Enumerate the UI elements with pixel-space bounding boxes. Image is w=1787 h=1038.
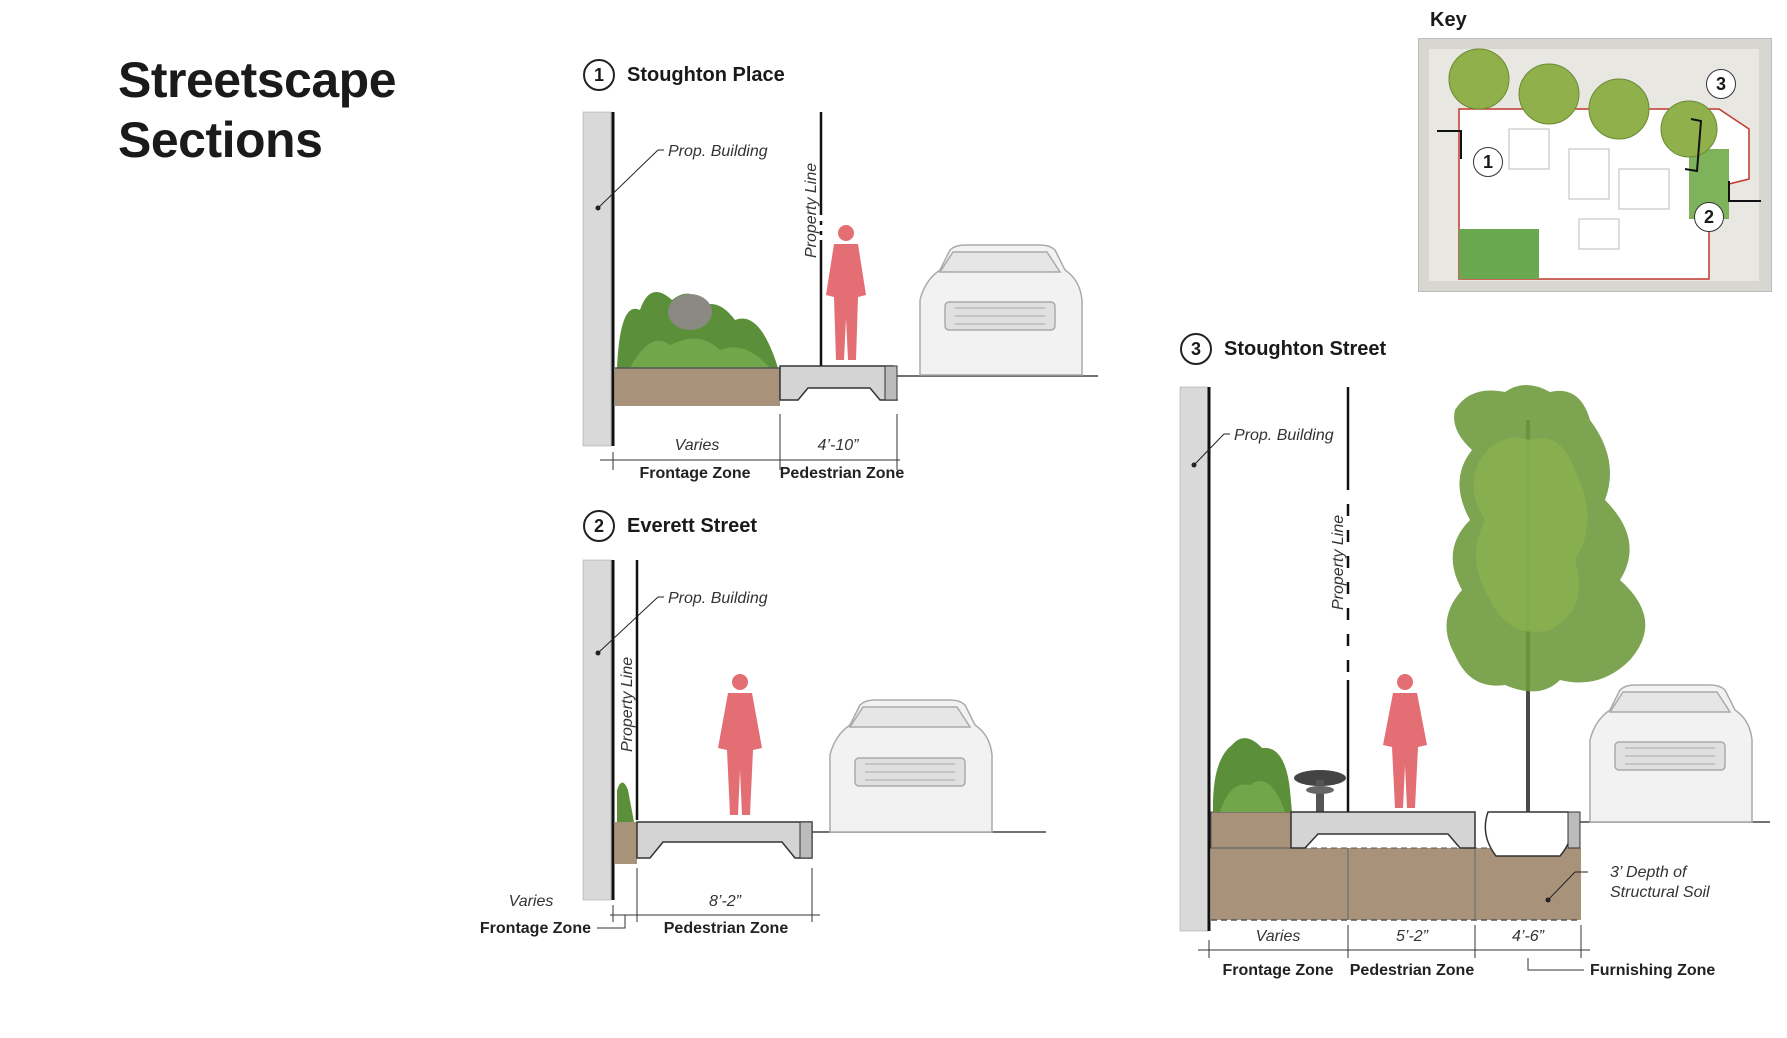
section-1: Prop. Building Property Line (582, 111, 1098, 482)
page-title: Streetscape Sections (118, 50, 397, 170)
car (919, 244, 1083, 376)
sidewalk-curb (779, 365, 898, 401)
tree-canopy (1588, 78, 1650, 140)
section-1-header: 1 Stoughton Place (583, 59, 785, 91)
page-title-line-2: Sections (118, 112, 323, 168)
tree-canopy (1660, 100, 1718, 158)
key-map: 1 3 2 (1418, 38, 1772, 292)
tree-canopy (1448, 48, 1510, 110)
tree-canopy (1518, 63, 1580, 125)
key-marker-3: 3 (1706, 69, 1736, 99)
planting (617, 292, 778, 368)
prop-building-label: Prop. Building (668, 143, 768, 160)
dimension-pedestrian: 4’-10” (818, 437, 860, 454)
section-3-header: 3 Stoughton Street (1180, 333, 1386, 365)
property-line-label: Property Line (803, 163, 820, 258)
section-2-number: 2 (583, 510, 615, 542)
zone-pedestrian-label: Pedestrian Zone (780, 465, 905, 482)
key-marker-1: 1 (1473, 147, 1503, 177)
building-wall (582, 111, 612, 447)
section-2-title: Everett Street (627, 514, 758, 537)
section-1-title: Stoughton Place (627, 63, 785, 86)
dimension-frontage: Varies (675, 437, 720, 454)
page-title-line-1: Streetscape (118, 52, 397, 108)
zone-frontage-label: Frontage Zone (639, 465, 750, 482)
section-1-number: 1 (583, 59, 615, 91)
section-2-header: 2 Everett Street (583, 510, 757, 542)
section-3-title: Stoughton Street (1224, 337, 1387, 360)
section-3-number: 3 (1180, 333, 1212, 365)
planter-soil (615, 368, 780, 406)
pedestrian-figure (826, 225, 866, 360)
key-label: Key (1430, 9, 1467, 31)
key-marker-2: 2 (1694, 202, 1724, 232)
